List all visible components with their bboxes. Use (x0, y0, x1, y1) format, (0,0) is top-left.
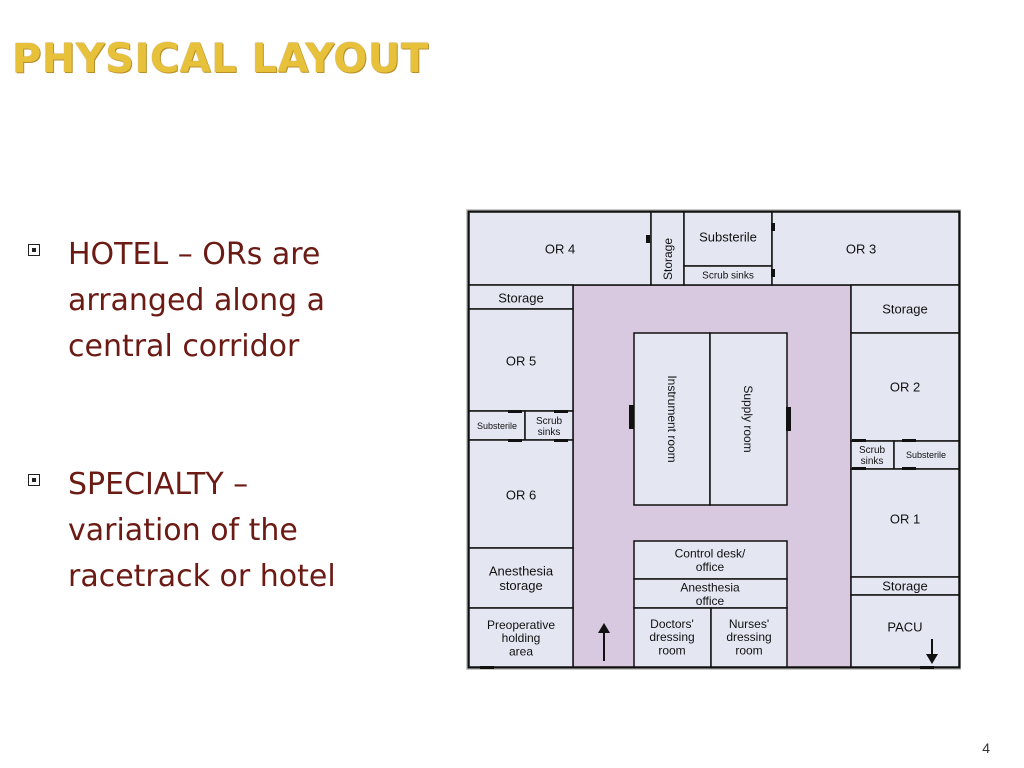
label-or6: OR 6 (506, 488, 536, 503)
room-instrument (633, 332, 711, 506)
room-supply (709, 332, 788, 506)
page-number: 4 (982, 740, 990, 756)
room-preoperative-holding (468, 607, 574, 668)
room-scrub-sinks-left (524, 410, 574, 441)
room-or5 (468, 308, 574, 412)
room-pacu (850, 594, 960, 668)
room-nurses-dressing (710, 607, 788, 668)
room-or2 (850, 332, 960, 442)
label-storage-right-bottom: Storage (882, 579, 928, 594)
door-marks (480, 223, 934, 669)
label-storage-top-center: Storage (661, 238, 675, 280)
label-pacu: PACU (887, 620, 922, 635)
label-storage-right-top: Storage (882, 302, 928, 317)
label-substerile-left: Substerile (477, 421, 517, 431)
label-or5: OR 5 (506, 354, 536, 369)
bullet-square-icon (28, 244, 40, 256)
room-or3 (771, 211, 960, 286)
room-or1 (850, 468, 960, 578)
label-or2: OR 2 (890, 380, 920, 395)
label-substerile-right: Substerile (906, 450, 946, 460)
label-or1: OR 1 (890, 512, 920, 527)
label-control-desk: Control desk/office (675, 546, 746, 573)
slide-title: PHYSICAL LAYOUT (12, 36, 429, 82)
label-instrument-room: Instrument room (665, 375, 679, 462)
bullet-hotel-text: HOTEL – ORs are arranged along a central… (68, 237, 326, 364)
label-storage-left: Storage (498, 291, 544, 306)
label-substerile-top: Substerile (699, 230, 757, 245)
up-arrow-icon (598, 623, 610, 661)
label-or4: OR 4 (545, 242, 575, 257)
bullet-square-icon (28, 474, 40, 486)
rooms-layer (467, 210, 961, 669)
room-control-desk (633, 540, 788, 580)
label-supply-room: Supply room (741, 385, 755, 452)
down-arrow-icon (926, 639, 938, 664)
label-scrub-sinks-top: Scrub sinks (702, 271, 754, 282)
room-storage-right-top (850, 284, 960, 334)
room-anesthesia-storage (468, 547, 574, 609)
bullet-specialty-text: SPECIALTY – variation of the racetrack o… (68, 467, 336, 594)
room-anesthesia-office (633, 578, 788, 609)
label-or3: OR 3 (846, 242, 876, 257)
